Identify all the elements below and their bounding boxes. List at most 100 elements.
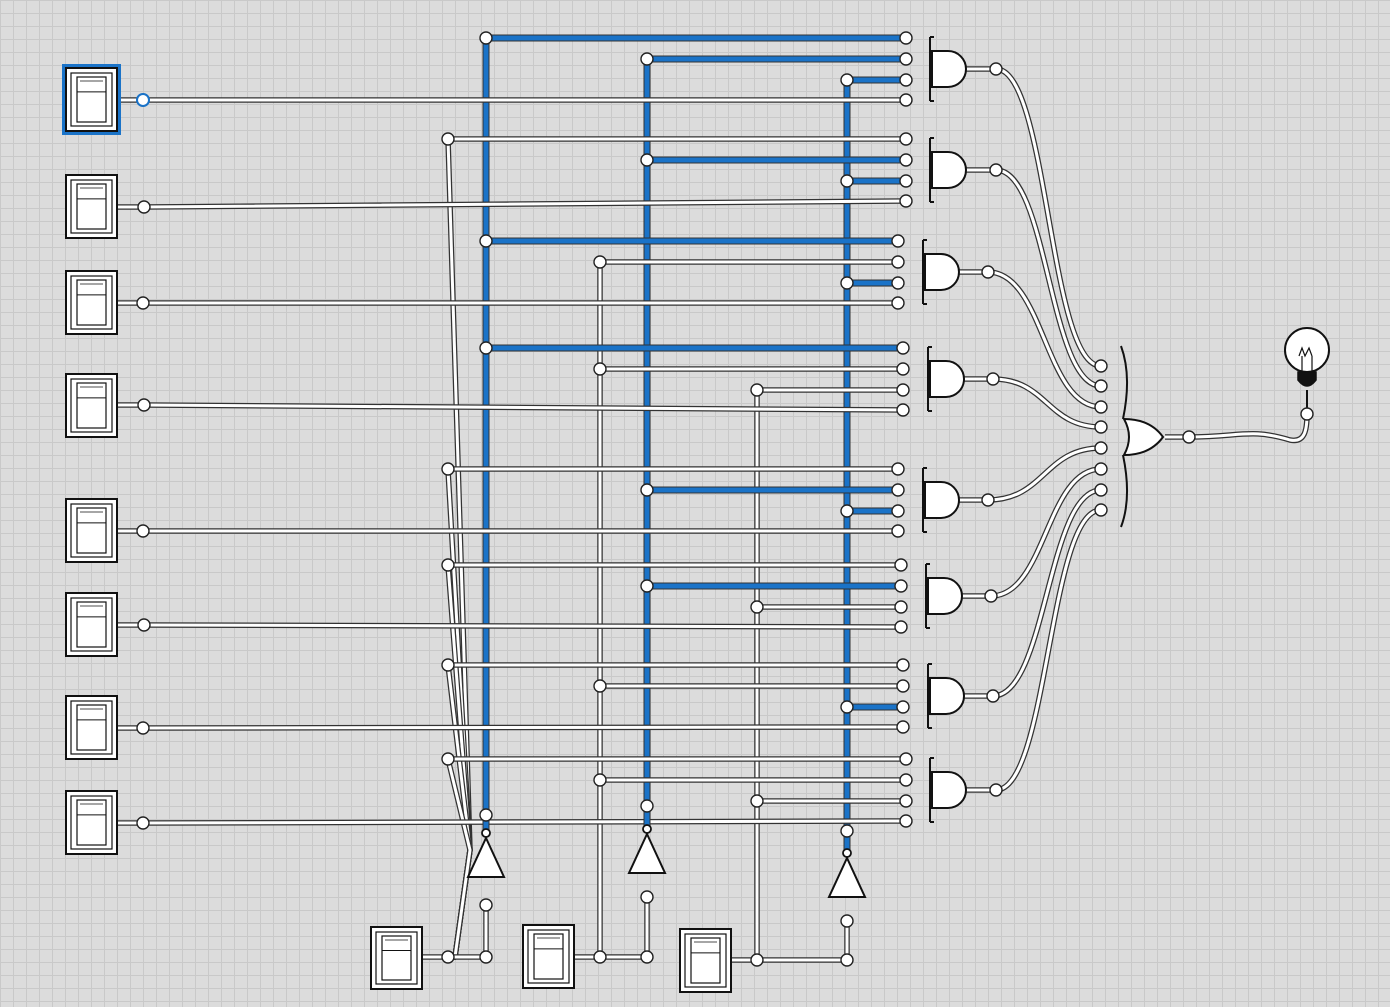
gate-input-terminal[interactable] [899,794,913,808]
switch-output-terminal[interactable] [136,524,150,538]
gate-input-terminal[interactable] [899,52,913,66]
gate-input-terminal[interactable] [899,93,913,107]
bus-junction[interactable] [441,462,455,476]
input-switch-1[interactable] [62,64,121,135]
junction[interactable] [479,950,493,964]
select-switch-terminal[interactable] [441,950,455,964]
input-switch-4[interactable] [65,373,118,438]
bus-junction[interactable] [479,31,493,45]
or-input-terminal[interactable] [1094,483,1108,497]
not-output-terminal[interactable] [479,808,493,822]
switch-output-terminal[interactable] [136,296,150,310]
gate-input-terminal[interactable] [894,620,908,634]
gate-input-terminal[interactable] [896,383,910,397]
gate-output-terminal[interactable] [986,372,1000,386]
bus-junction[interactable] [840,174,854,188]
switch-output-terminal[interactable] [137,618,151,632]
gate-input-terminal[interactable] [894,579,908,593]
or-input-terminal[interactable] [1094,420,1108,434]
switch-output-terminal[interactable] [137,200,151,214]
not-input-terminal[interactable] [640,890,654,904]
gate-output-terminal[interactable] [989,163,1003,177]
input-switch-2[interactable] [65,174,118,239]
gate-input-terminal[interactable] [891,524,905,538]
bus-junction[interactable] [840,73,854,87]
bus-junction[interactable] [640,483,654,497]
input-switch-3[interactable] [65,270,118,335]
bus-junction[interactable] [593,679,607,693]
bus-junction[interactable] [479,341,493,355]
bus-junction[interactable] [750,794,764,808]
gate-input-terminal[interactable] [891,234,905,248]
junction[interactable] [640,950,654,964]
select-switch-terminal[interactable] [750,953,764,967]
bus-junction[interactable] [750,383,764,397]
bus-junction[interactable] [640,52,654,66]
gate-input-terminal[interactable] [896,700,910,714]
gate-input-terminal[interactable] [894,600,908,614]
or-input-terminal[interactable] [1094,462,1108,476]
gate-input-terminal[interactable] [899,773,913,787]
light-bulb[interactable] [1284,327,1330,408]
gate-input-terminal[interactable] [899,752,913,766]
bus-junction[interactable] [441,558,455,572]
switch-output-terminal[interactable] [136,721,150,735]
or-input-terminal[interactable] [1094,359,1108,373]
not-input-terminal[interactable] [840,914,854,928]
gate-input-terminal[interactable] [891,276,905,290]
gate-output-terminal[interactable] [984,589,998,603]
input-switch-5[interactable] [65,498,118,563]
input-switch-6[interactable] [65,592,118,657]
gate-input-terminal[interactable] [891,255,905,269]
or-output-terminal[interactable] [1182,430,1196,444]
gate-input-terminal[interactable] [894,558,908,572]
bus-junction[interactable] [840,700,854,714]
select-switch-a[interactable] [370,926,423,990]
gate-input-terminal[interactable] [899,73,913,87]
not-output-terminal[interactable] [640,799,654,813]
gate-input-terminal[interactable] [891,504,905,518]
input-switch-7[interactable] [65,695,118,760]
gate-output-terminal[interactable] [986,689,1000,703]
bus-junction[interactable] [441,658,455,672]
gate-output-terminal[interactable] [989,62,1003,76]
input-switch-8[interactable] [65,790,118,855]
select-switch-c[interactable] [679,928,732,993]
gate-input-terminal[interactable] [899,194,913,208]
gate-output-terminal[interactable] [981,493,995,507]
gate-input-terminal[interactable] [896,720,910,734]
gate-output-terminal[interactable] [981,265,995,279]
gate-input-terminal[interactable] [899,153,913,167]
not-input-terminal[interactable] [479,898,493,912]
gate-input-terminal[interactable] [891,296,905,310]
gate-input-terminal[interactable] [891,462,905,476]
gate-input-terminal[interactable] [896,403,910,417]
gate-input-terminal[interactable] [899,814,913,828]
gate-output-terminal[interactable] [989,783,1003,797]
bus-junction[interactable] [750,600,764,614]
select-switch-b[interactable] [522,924,575,989]
gate-input-terminal[interactable] [891,483,905,497]
gate-input-terminal[interactable] [896,362,910,376]
bus-junction[interactable] [441,132,455,146]
bus-junction[interactable] [593,773,607,787]
or-input-terminal[interactable] [1094,400,1108,414]
gate-input-terminal[interactable] [899,132,913,146]
gate-input-terminal[interactable] [899,31,913,45]
bus-junction[interactable] [840,504,854,518]
bus-junction[interactable] [593,362,607,376]
bus-junction[interactable] [640,153,654,167]
select-switch-terminal[interactable] [593,950,607,964]
switch-output-terminal[interactable] [136,816,150,830]
bus-junction[interactable] [441,752,455,766]
bus-junction[interactable] [840,276,854,290]
not-output-terminal[interactable] [840,824,854,838]
bulb-input-terminal[interactable] [1300,407,1314,421]
or-input-terminal[interactable] [1094,503,1108,517]
bus-junction[interactable] [479,234,493,248]
or-input-terminal[interactable] [1094,379,1108,393]
or-input-terminal[interactable] [1094,441,1108,455]
bus-junction[interactable] [640,579,654,593]
bus-junction[interactable] [593,255,607,269]
